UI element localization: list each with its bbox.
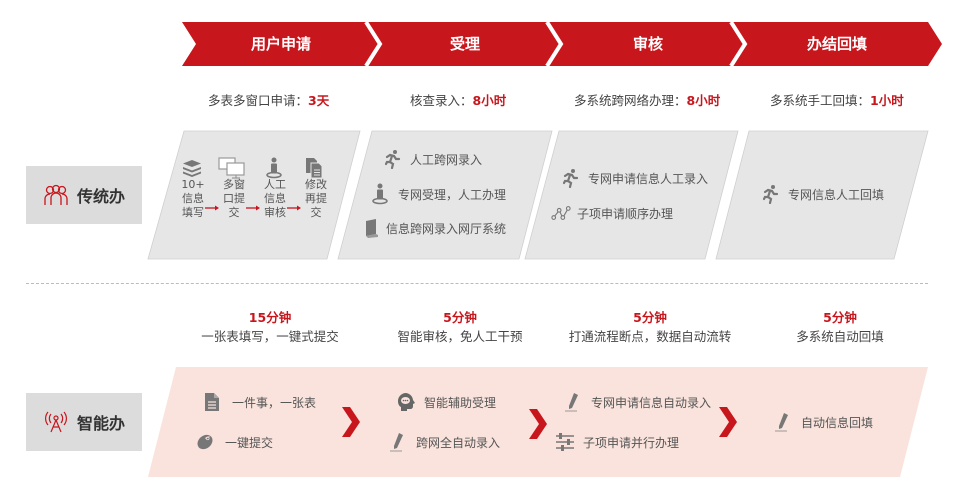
- step-resubmit: 修改再提交: [305, 178, 327, 219]
- traditional-panel-3: [524, 130, 739, 260]
- stage-arrow-4: [731, 22, 942, 66]
- stage-arrow-2: [366, 22, 565, 66]
- chat-head-icon: [396, 392, 416, 412]
- arrow-right-icon: [246, 205, 260, 211]
- smart-accept-item-2: 跨网全自动录入: [388, 432, 500, 452]
- step-multi-window: 多窗口提交: [223, 178, 245, 219]
- smart-apply-item-1: 一件事，一张表: [202, 392, 316, 412]
- node-path-icon: [551, 203, 571, 223]
- antenna-signal-icon: [43, 411, 69, 433]
- mouse-icon: [195, 432, 215, 452]
- smart-desc-accept: 智能审核，免人工干预: [397, 329, 523, 344]
- step-fill-info: 10+信息填写: [181, 178, 205, 219]
- section-divider: [26, 283, 928, 284]
- sliders-icon: [555, 432, 575, 452]
- traditional-panel-4: [715, 130, 929, 260]
- arrow-right-icon: [287, 205, 301, 211]
- arrow-right-icon: [205, 205, 219, 211]
- smart-time-accept: 5分钟: [443, 310, 477, 325]
- stage-complete: 办结回填: [806, 35, 867, 53]
- traditional-complete-item-1: 专网信息人工回填: [760, 184, 884, 204]
- document-icon: [202, 392, 222, 412]
- stage-arrow-3: [547, 22, 749, 66]
- traditional-accept-item-1: 人工跨网录入: [382, 149, 482, 169]
- running-man-icon: [382, 149, 402, 169]
- duration-complete: 多系统手工回填：1小时: [770, 93, 904, 108]
- stage-user-apply: 用户申请: [250, 35, 311, 53]
- smart-time-apply: 15分钟: [248, 310, 292, 325]
- smart-complete-item-1: 自动信息回填: [773, 412, 873, 432]
- chevron-right-icon: [719, 407, 737, 437]
- stage-review: 审核: [632, 35, 663, 53]
- running-man-icon: [560, 168, 580, 188]
- chevron-right-icon: [342, 407, 360, 437]
- pen-icon: [563, 392, 583, 412]
- chevron-right-icon: [529, 409, 547, 439]
- traditional-accept-item-2: 专网受理，人工办理: [370, 183, 506, 205]
- smart-review-item-2: 子项申请并行办理: [555, 432, 679, 452]
- smart-desc-review: 打通流程断点，数据自动流转: [568, 329, 732, 344]
- smart-time-review: 5分钟: [633, 310, 667, 325]
- smart-label: 智能办: [26, 393, 142, 451]
- traditional-label: 传统办: [26, 166, 142, 224]
- step-manual-review: 人工信息审核: [264, 178, 286, 219]
- traditional-label-text: 传统办: [76, 187, 125, 206]
- duration-review: 多系统跨网络办理：8小时: [574, 93, 721, 108]
- book-icon: [362, 218, 382, 238]
- traditional-accept-item-3: 信息跨网录入网厅系统: [362, 218, 506, 238]
- traditional-review-item-1: 专网申请信息人工录入: [560, 168, 708, 188]
- person-pin-icon: [264, 157, 284, 183]
- smart-accept-item-1: 智能辅助受理: [396, 392, 496, 412]
- person-pin-icon: [370, 183, 390, 205]
- smart-desc-complete: 多系统自动回填: [796, 329, 884, 344]
- pen-icon: [388, 432, 408, 452]
- smart-apply-item-2: 一键提交: [195, 432, 273, 452]
- stage-arrow-1: [182, 22, 384, 66]
- smart-review-item-1: 专网申请信息自动录入: [563, 392, 711, 412]
- duration-apply: 多表多窗口申请：3天: [208, 93, 330, 108]
- smart-time-complete: 5分钟: [823, 310, 857, 325]
- smart-desc-apply: 一张表填写，一键式提交: [201, 329, 339, 344]
- pen-icon: [773, 412, 793, 432]
- duration-accept: 核查录入：8小时: [410, 93, 507, 108]
- smart-label-text: 智能办: [76, 414, 125, 433]
- running-man-icon: [760, 184, 780, 204]
- layers-icon: [182, 159, 202, 181]
- stage-accept: 受理: [449, 35, 480, 53]
- multi-monitor-icon: [218, 157, 246, 183]
- traditional-review-item-2: 子项申请顺序办理: [551, 203, 673, 223]
- documents-icon: [305, 157, 323, 183]
- people-group-icon: [43, 184, 69, 206]
